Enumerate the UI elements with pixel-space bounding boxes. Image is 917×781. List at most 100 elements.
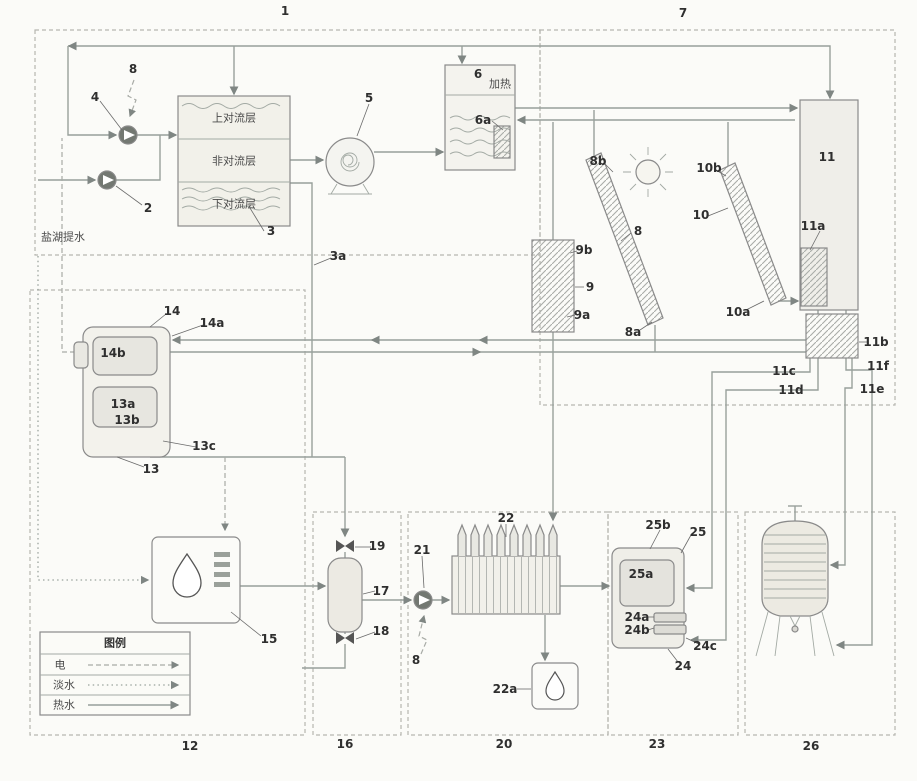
label-11d: 11d [778,383,804,397]
evaporation-pond [177,95,291,227]
label-7: 7 [678,6,688,20]
nozzle-icon [483,523,493,556]
heat-exchanger-block-11b [805,313,859,359]
valve-18-icon [336,632,354,644]
region-20-border [407,511,609,736]
water-treatment-unit-15 [151,536,241,624]
label-11e: 11e [859,382,885,396]
label-26: 26 [802,739,820,753]
label-11a: 11a [800,219,826,233]
legend-row-hotwater-label: 热水 [53,698,75,712]
pond-layer-1-label: 上对流层 [212,111,256,125]
label-22: 22 [497,511,515,525]
label-13c: 13c [192,439,216,453]
module-24a [653,612,687,623]
label-11: 11 [818,150,836,164]
label-21: 21 [413,543,431,557]
label-20: 20 [495,737,513,751]
legend-title: 图例 [104,636,126,650]
label-8-power-2: 8 [411,653,421,667]
pond-layer-3-label: 下对流层 [212,197,256,211]
module-13 [92,386,158,428]
connector-14b [73,341,89,369]
label-12: 12 [181,739,199,753]
salt-lake-intake-label: 盐湖提水 [41,230,85,244]
heat-exchanger-9 [531,239,575,333]
water-wave-icon [449,115,511,121]
nozzle-icon [522,523,532,556]
outlet-valve-icon [791,625,799,633]
pond-layer-2-label: 非对流层 [212,154,256,168]
region-23-border [607,511,739,736]
label-14a: 14a [199,316,225,330]
label-9a: 9a [573,308,591,322]
nozzle-icon [535,523,545,556]
storage-tank-11 [799,99,859,311]
label-3: 3 [266,224,276,238]
solar-collector-8 [585,152,664,326]
vent-bar [214,572,230,577]
label-19: 19 [368,539,386,553]
label-24c: 24c [693,639,717,653]
legend-box [39,631,191,716]
label-25b: 25b [645,518,671,532]
solar-collector-10 [719,162,787,306]
label-18: 18 [372,624,390,638]
droplet-icon [545,670,565,701]
pump-icon-4 [118,125,138,145]
heating-coil-icon [493,125,511,159]
heater-unit [444,64,516,171]
label-15: 15 [260,632,278,646]
stand-legs [755,611,835,657]
label-8-power-1: 8 [128,62,138,76]
label-11c: 11c [772,364,796,378]
label-10a: 10a [725,305,751,319]
region-boundaries [29,29,896,736]
label-11f: 11f [867,359,889,373]
evaporator-22 [451,523,561,615]
leader-lines [99,100,867,690]
water-wave-icon [181,205,281,211]
module-24b [653,624,687,635]
sun-icon [623,147,673,197]
module-14 [92,336,158,376]
label-11b: 11b [863,335,889,349]
buffer-tank-17 [327,557,363,633]
label-25a: 25a [628,567,654,581]
blower-icon [325,137,375,195]
label-10: 10 [692,208,710,222]
nozzle-icon [509,523,519,556]
treatment-unit-23 [611,547,687,649]
label-14b: 14b [100,346,126,360]
vent-bar [214,552,230,557]
vent-bar [214,562,230,567]
pump-icon-2 [97,170,117,190]
label-13: 13 [142,462,160,476]
battery-unit-13-14 [73,326,171,458]
heater-text-label: 加热 [489,77,511,91]
label-24b: 24b [624,623,650,637]
label-6: 6 [473,67,483,81]
label-23: 23 [648,737,666,751]
legend-row-freshwater-label: 淡水 [53,678,75,692]
label-10b: 10b [696,161,722,175]
label-17: 17 [372,584,390,598]
label-16: 16 [336,737,354,751]
label-8a: 8a [624,325,642,339]
droplet-icon [172,552,202,598]
label-13a: 13a [110,397,136,411]
vent-bar [214,582,230,587]
region-26-border [744,511,896,736]
electric-lines [61,79,428,655]
region-12-border [29,289,306,736]
region-16-border [312,511,402,736]
water-wave-icon [181,103,281,109]
label-5: 5 [364,91,374,105]
label-2: 2 [143,201,153,215]
label-6a: 6a [474,113,492,127]
pump-icon-21 [413,590,433,610]
label-14: 14 [163,304,181,318]
label-9b: 9b [575,243,593,257]
label-1: 1 [280,4,290,18]
